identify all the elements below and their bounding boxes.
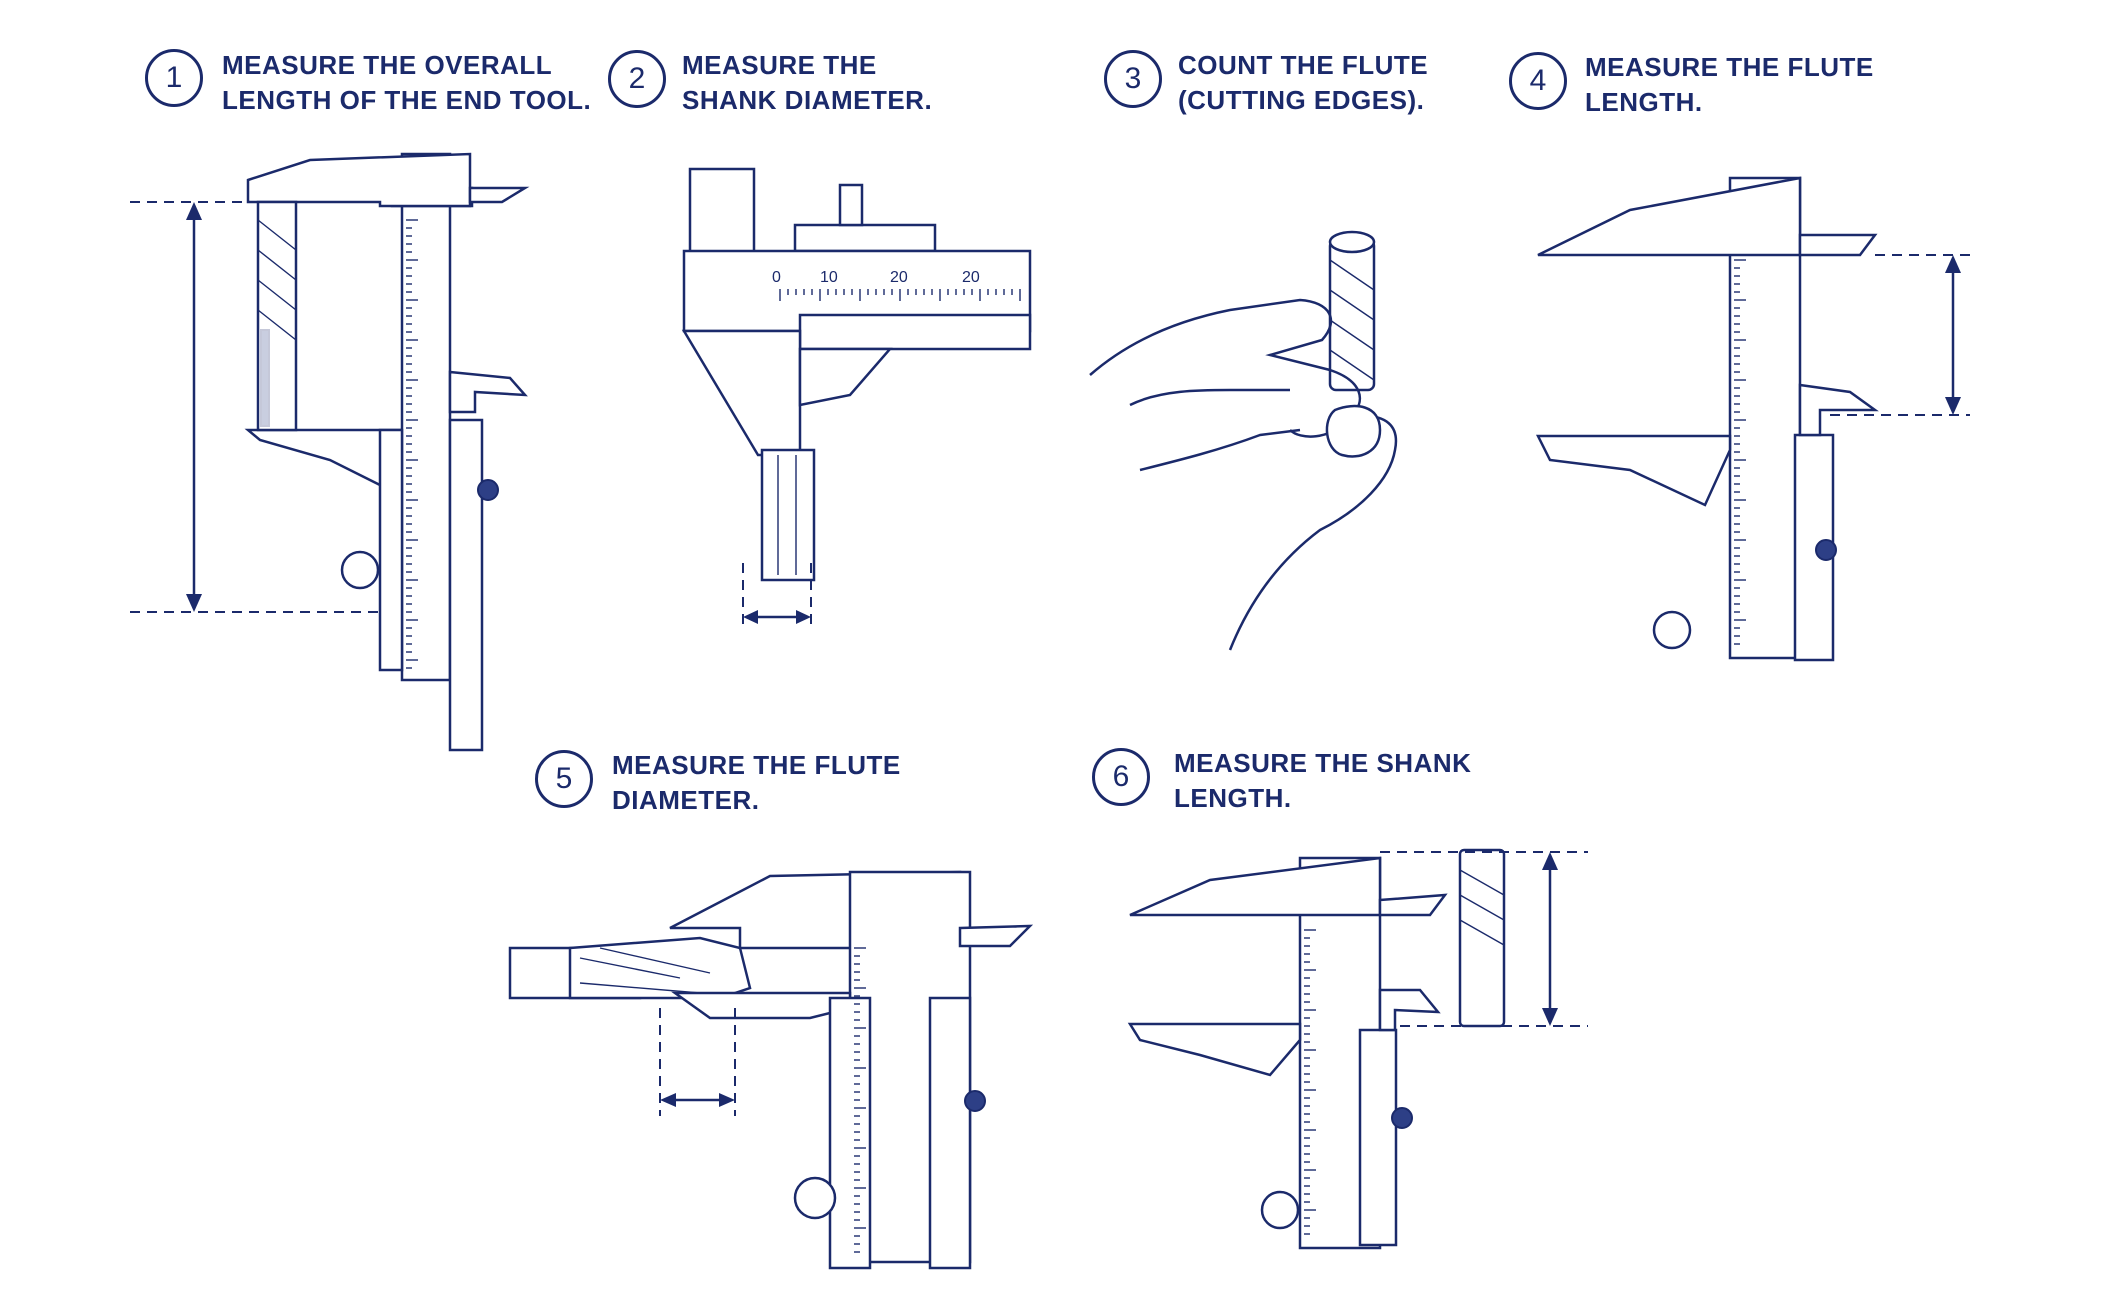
step-title-line-1: MEASURE THE FLUTE	[1585, 52, 1874, 82]
step-title-line-1: COUNT THE FLUTE	[1178, 50, 1429, 80]
step-title: MEASURE THE FLUTE LENGTH.	[1585, 50, 1874, 120]
step-number-badge: 4	[1509, 52, 1567, 110]
step-number-badge: 2	[608, 50, 666, 108]
step-title-line-1: MEASURE THE OVERALL	[222, 50, 553, 80]
step-title-line-2: LENGTH.	[1585, 87, 1703, 117]
step-title-line-1: MEASURE THE SHANK	[1174, 748, 1472, 778]
step-title: MEASURE THE SHANK DIAMETER.	[682, 48, 932, 118]
step-number-badge: 5	[535, 750, 593, 808]
step-title-line-2: SHANK DIAMETER.	[682, 85, 933, 115]
scale-label: 10	[820, 269, 838, 286]
step-title: COUNT THE FLUTE (CUTTING EDGES).	[1178, 48, 1428, 118]
caliper-icon	[1535, 176, 1970, 662]
step-number-badge: 1	[145, 49, 203, 107]
step-title-line-2: LENGTH.	[1174, 783, 1292, 813]
step-number: 3	[1124, 62, 1142, 95]
step-title-line-1: MEASURE THE FLUTE	[612, 750, 901, 780]
step-number: 1	[165, 61, 183, 94]
step-title: MEASURE THE FLUTE DIAMETER.	[612, 748, 901, 818]
caliper-icon	[130, 152, 530, 752]
step-title-line-2: DIAMETER.	[612, 785, 760, 815]
step-number: 6	[1112, 760, 1130, 793]
step-title: MEASURE THE SHANK LENGTH.	[1174, 746, 1471, 816]
hand-icon	[1089, 230, 1398, 651]
step-title: MEASURE THE OVERALL LENGTH OF THE END TO…	[222, 48, 591, 118]
step-title-line-2: LENGTH OF THE END TOOL.	[222, 85, 592, 115]
step-number: 5	[555, 762, 573, 795]
caliper-icon	[1127, 848, 1588, 1250]
caliper-icon	[508, 870, 1034, 1270]
step-title-line-1: MEASURE THE	[682, 50, 877, 80]
step-number-badge: 3	[1104, 50, 1162, 108]
scale-label: 20	[962, 269, 980, 286]
step-number-badge: 6	[1092, 748, 1150, 806]
step-title-line-2: (CUTTING EDGES).	[1178, 85, 1425, 115]
end-mill-icon	[1328, 230, 1376, 392]
step-number: 2	[628, 62, 646, 95]
scale-label: 0	[772, 269, 781, 286]
step-number: 4	[1529, 64, 1547, 97]
scale-label: 20	[890, 269, 908, 286]
end-mill-icon	[1458, 848, 1506, 1028]
caliper-icon: 0 10 20 20	[681, 167, 1032, 630]
